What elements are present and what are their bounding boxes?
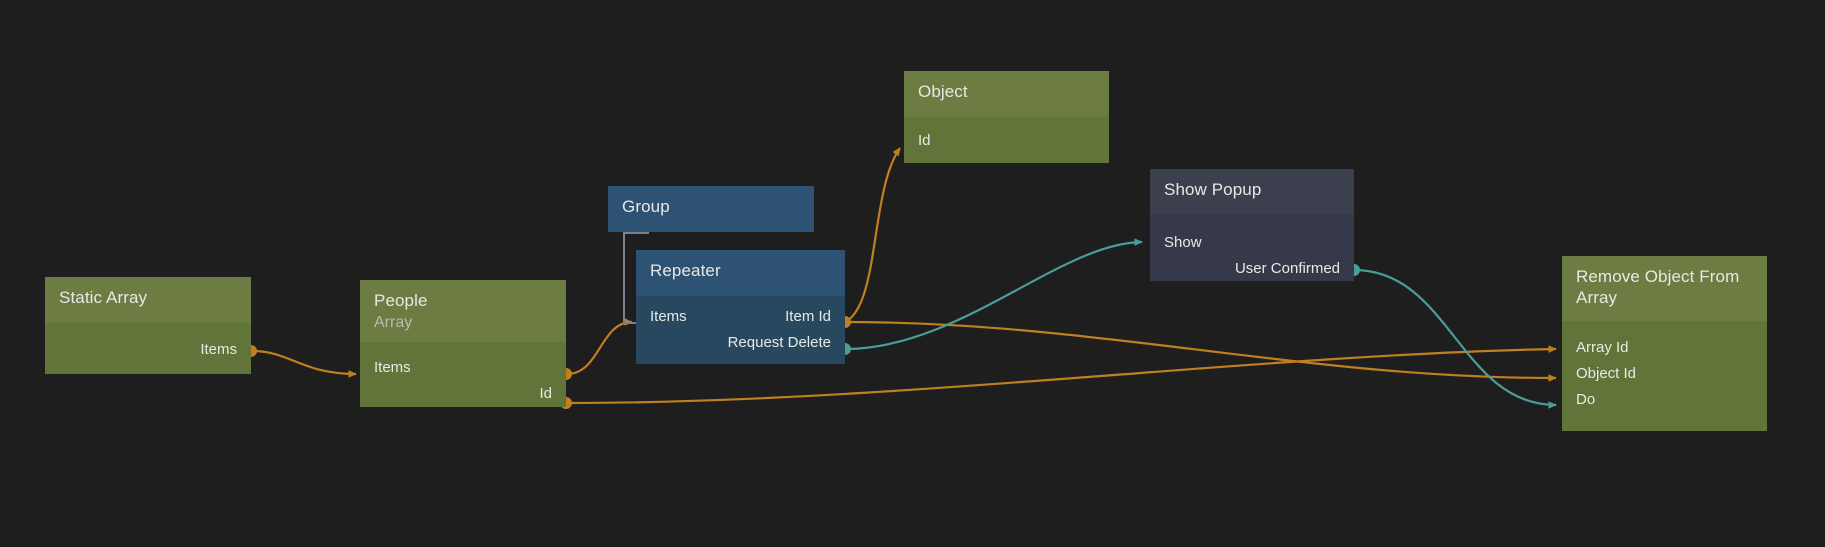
port-label-object-id-in: Id <box>918 131 931 149</box>
node-object[interactable]: Object Id <box>904 71 1109 163</box>
node-group[interactable]: Group <box>608 186 814 232</box>
port-label-static-array-items: Items <box>200 340 237 358</box>
node-remove-object-from-array[interactable]: Remove Object From Array Array Id Object… <box>1562 256 1767 431</box>
node-people-title: People <box>374 291 428 310</box>
node-remove-object-from-array-title: Remove Object From Array <box>1576 267 1744 307</box>
node-remove-object-from-array-body: Array Id Object Id Do <box>1562 321 1767 431</box>
port-repeater-request-delete-out[interactable]: Request Delete <box>636 329 845 355</box>
port-label-people-id-out: Id <box>539 384 552 402</box>
port-static-array-items[interactable]: Items <box>45 336 251 362</box>
node-show-popup-body: Show User Confirmed <box>1150 214 1354 281</box>
port-remove-do-in[interactable]: Do <box>1562 386 1767 412</box>
port-label-remove-do-in: Do <box>1576 390 1596 408</box>
node-group-title: Group <box>622 197 670 216</box>
node-people-body: Items Id <box>360 342 566 407</box>
node-show-popup[interactable]: Show Popup Show User Confirmed <box>1150 169 1354 281</box>
node-repeater-title: Repeater <box>650 261 721 280</box>
node-group-header: Group <box>608 186 814 232</box>
node-object-body: Id <box>904 117 1109 163</box>
port-people-items-in[interactable]: Items <box>360 354 566 380</box>
port-label-show-popup-user-confirmed-out: User Confirmed <box>1234 259 1340 277</box>
node-people[interactable]: People Array Items Id <box>360 280 566 407</box>
wire-repeater-item-id-to-remove-object-id <box>844 320 1557 382</box>
node-static-array-title: Static Array <box>59 288 148 307</box>
port-label-repeater-items-in: Items <box>650 308 687 325</box>
node-static-array-header: Static Array <box>45 277 251 323</box>
node-repeater[interactable]: Repeater Items Item Id Request Delete <box>636 250 845 364</box>
wire-show-popup-user-confirmed-to-remove-do <box>1353 268 1557 409</box>
port-object-id-in[interactable]: Id <box>904 127 1109 153</box>
node-people-header: People Array <box>360 280 566 342</box>
node-repeater-header: Repeater <box>636 250 845 296</box>
node-object-title: Object <box>918 82 968 101</box>
node-show-popup-header: Show Popup <box>1150 169 1354 214</box>
port-label-repeater-item-id-out: Item Id <box>785 308 831 325</box>
wire-repeater-request-delete-to-show-popup-show <box>844 238 1143 351</box>
port-show-popup-user-confirmed-out[interactable]: User Confirmed <box>1150 255 1354 281</box>
port-people-id-out[interactable]: Id <box>360 380 566 406</box>
port-label-show-popup-show-in: Show <box>1164 233 1202 251</box>
port-remove-object-id-in[interactable]: Object Id <box>1562 360 1767 386</box>
wire-people-out-to-repeater-items <box>566 318 633 376</box>
node-people-subtitle: Array <box>374 313 413 331</box>
port-remove-array-id-in[interactable]: Array Id <box>1562 334 1767 360</box>
node-repeater-body: Items Item Id Request Delete <box>636 296 845 364</box>
node-static-array[interactable]: Static Array Items <box>45 277 251 374</box>
wire-static-array-items-to-people-items <box>251 349 357 378</box>
wire-repeater-item-id-to-object-id <box>844 147 901 323</box>
node-remove-object-from-array-header: Remove Object From Array <box>1562 256 1767 321</box>
port-label-repeater-request-delete-out: Request Delete <box>727 333 831 351</box>
node-show-popup-title: Show Popup <box>1164 180 1262 199</box>
node-object-header: Object <box>904 71 1109 117</box>
port-show-popup-show-in[interactable]: Show <box>1150 229 1354 255</box>
node-static-array-body: Items <box>45 323 251 374</box>
port-label-remove-array-id-in: Array Id <box>1576 338 1629 356</box>
port-label-remove-object-id-in: Object Id <box>1576 364 1637 382</box>
port-label-people-items-in: Items <box>374 358 411 376</box>
